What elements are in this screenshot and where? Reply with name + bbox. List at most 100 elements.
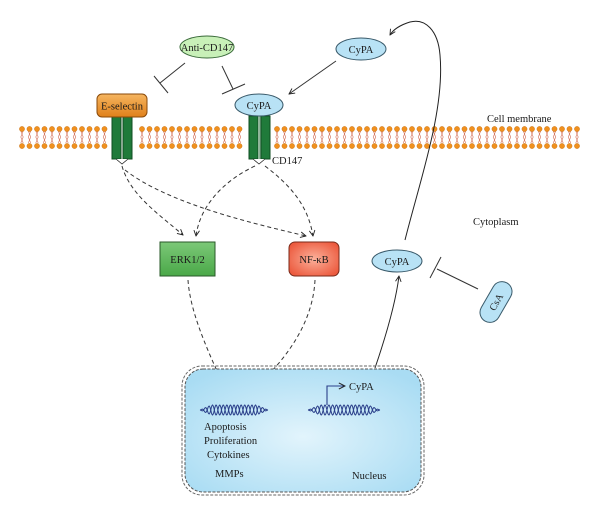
lipid [34,126,40,149]
lipid [424,126,430,149]
lipid [484,126,490,149]
lipid [41,126,48,149]
lipid [304,126,310,149]
outcome-proliferation: Proliferation [204,436,258,447]
anti-cd147-inhibition-edges [153,62,246,95]
outcome-mmps: MMPs [215,469,244,480]
dashed-signaling-edges [121,165,316,385]
lipid [229,126,235,149]
outcome-apoptosis: Apoptosis [204,422,247,433]
lipid [206,126,213,149]
cell-membrane-label: Cell membrane [487,114,552,125]
nfkb-label: NF-κB [299,255,328,266]
lipid [154,126,160,149]
lipid [379,126,385,149]
lipid [536,126,543,149]
lipid [169,126,175,149]
lipid [364,126,370,149]
lipid [236,126,243,149]
anti-cd147-label: Anti-CD147 [181,43,234,54]
lipid [551,126,558,149]
nucleus-label: Nucleus [352,471,386,482]
lipid [574,126,580,149]
lipid [394,126,400,149]
cypa-cytoplasm-node: CyPA [371,249,423,273]
lipid [506,126,513,149]
lipid [401,126,408,149]
lipid [281,126,288,149]
lipid [559,126,565,149]
lipid [356,126,363,149]
csa-inhibition-edge [429,256,479,290]
e-selectin-box [96,93,148,118]
lipid [319,126,325,149]
lipid [461,126,468,149]
lipid [199,126,205,149]
lipid [79,126,85,149]
lipid [214,126,220,149]
lipid [566,126,573,149]
e-selectin-receptor: E-selectin [96,93,148,165]
lipid [386,126,393,149]
cd147-to-nfkb-edge [264,165,313,236]
eselectin-to-nfkb-edge [124,169,306,236]
lipid [86,126,93,149]
lipid [349,126,355,149]
lipid [184,126,190,149]
eselectin-to-erk-edge [121,165,183,235]
lipid [71,126,78,149]
cypa-extracellular-label: CyPA [349,45,374,56]
lipid [101,126,108,149]
erk-node: ERK1/2 [159,241,216,277]
dna-strand [199,404,269,416]
cypa-to-cd147-arrow [289,60,337,94]
cypa-bound-node [234,93,284,117]
erk-label: ERK1/2 [170,255,204,266]
dna-strand [199,404,269,416]
dna-strand [307,404,381,416]
cypa-gene-label: CyPA [349,382,374,393]
erk-to-nucleus-edge [187,279,222,382]
lipid [529,126,535,149]
lipid [431,126,438,149]
lipid [26,126,33,149]
lipid [326,126,333,149]
cd147-receptor: CyPA CD147 [234,93,302,167]
cell-membrane-bilayer [19,126,580,149]
cytoplasm-label: Cytoplasm [473,217,519,228]
lipid [454,126,460,149]
lipid [439,126,445,149]
cypa-extracellular-node: CyPA [335,37,387,61]
lipid [146,126,153,149]
lipid [64,126,70,149]
lipid [476,126,483,149]
lipid [161,126,168,149]
lipid [176,126,183,149]
lipid [544,126,550,149]
lipid [341,126,348,149]
lipid [311,126,318,149]
dna-helix-cypa-gene [307,404,381,416]
transcription-start-arrow [326,386,345,405]
cypa-cytoplasm-label: CyPA [385,257,410,268]
nucleus-to-cypa-arrow [374,276,399,369]
nfkb-node: NF-κB [288,241,340,277]
anti-cd147-node: Anti-CD147 [179,35,235,59]
lipid [409,126,415,149]
lipid [289,126,295,149]
lipid [56,126,63,149]
cd147-label: CD147 [272,156,302,167]
lipid [469,126,475,149]
lipid [491,126,498,149]
lipid [371,126,378,149]
dna-strand [307,404,381,416]
e-selectin-label: E-selectin [101,102,144,113]
lipid [49,126,55,149]
csa-node: CsA [479,281,513,323]
lipid [521,126,528,149]
lipid [416,126,423,149]
cd147-to-erk-edge [196,165,256,236]
lipid [514,126,520,149]
cypa-secretion-arrow [390,20,442,241]
